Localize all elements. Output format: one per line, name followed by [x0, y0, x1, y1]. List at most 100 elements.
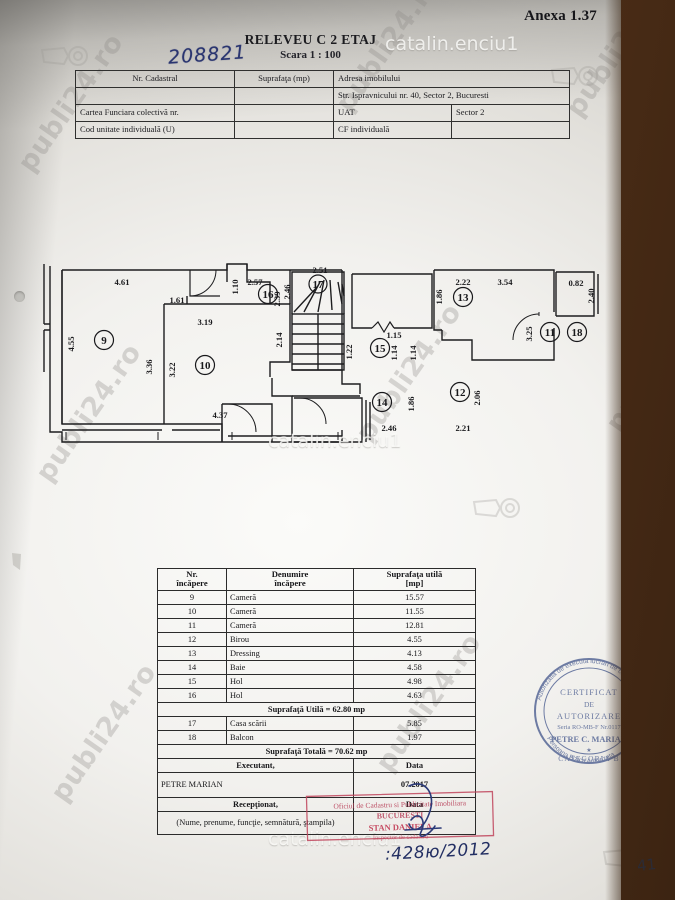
room-number: 11: [157, 617, 227, 633]
svg-text:1.15: 1.15: [386, 330, 401, 340]
blue-stamp-line2: DE: [584, 700, 594, 709]
header-room-area: Suprafaţa utilă [mp]: [353, 568, 476, 591]
room-name: Birou: [226, 631, 354, 647]
room-name: Cameră: [226, 617, 354, 633]
room-name: Hol: [226, 673, 354, 689]
svg-text:3.25: 3.25: [524, 326, 534, 341]
signature-date-cell: [353, 810, 476, 835]
svg-text:9: 9: [101, 335, 107, 347]
room-name: Cameră: [226, 589, 354, 605]
svg-text:4.61: 4.61: [114, 277, 129, 287]
page-title: RELEVEU C 2 ETAJ: [244, 32, 377, 47]
svg-text:2.57: 2.57: [247, 277, 263, 287]
table-row: 9 Cameră 15.57: [157, 589, 476, 605]
table-row: Str. Ispravnicului nr. 40, Sector 2, Buc…: [75, 87, 570, 105]
executant-name: PETRE MARIAN: [157, 771, 354, 798]
handwritten-cadastral-number: 208821: [167, 41, 248, 69]
header-room-name: Denumire încăpere: [226, 568, 354, 591]
svg-text:10: 10: [200, 360, 212, 372]
paper-hole: [14, 291, 25, 302]
room-area: 12.81: [353, 617, 476, 633]
room-number: 10: [157, 603, 227, 619]
room-area: 1.97: [353, 729, 476, 745]
room-area: 4.55: [353, 631, 476, 647]
room-schedule-table: Nr. încăpere Denumire încăpere Suprafaţa…: [157, 568, 476, 835]
room-name: Balcon: [226, 729, 354, 745]
svg-text:3.22: 3.22: [167, 362, 177, 377]
table-row: Cartea Funciara colectivă nr. UAT Sector…: [75, 104, 570, 122]
svg-text:1.61: 1.61: [169, 295, 184, 305]
room-number: 9: [157, 589, 227, 605]
table-row: 18 Balcon 1.97: [157, 729, 476, 745]
svg-text:12: 12: [455, 387, 467, 399]
svg-text:2.40: 2.40: [586, 288, 596, 303]
svg-text:3.54: 3.54: [497, 277, 513, 287]
table-row-note: (Nume, prenume, funcţie, semnătură, ştam…: [157, 810, 476, 835]
svg-text:0.82: 0.82: [568, 278, 583, 288]
svg-text:18: 18: [572, 327, 584, 339]
blue-stamp-star: ★: [586, 747, 591, 754]
room-number: 15: [157, 673, 227, 689]
svg-text:2.14: 2.14: [274, 332, 284, 348]
watermark-publi24: publi24.ro: [45, 658, 163, 808]
table-row: 15 Hol 4.98: [157, 673, 476, 689]
table-row: 14 Baie 4.58: [157, 659, 476, 675]
svg-text:4.55: 4.55: [66, 336, 76, 351]
room-number: 17: [157, 715, 227, 731]
room-area: 4.13: [353, 645, 476, 661]
room-area: 4.98: [353, 673, 476, 689]
cell-uat-label: UAT: [333, 104, 452, 122]
handwritten-page-number: 41: [636, 855, 657, 875]
room-name: Casa scării: [226, 715, 354, 731]
svg-text:1.14: 1.14: [408, 345, 418, 361]
table-row: Nr. Cadastral Suprafaţa (mp) Adresa imob…: [75, 70, 570, 88]
table-row-executant: Executant, Data: [157, 757, 476, 773]
room-area: 11.55: [353, 603, 476, 619]
cell-suprafata-value: [234, 87, 334, 105]
table-row: 11 Cameră 12.81: [157, 617, 476, 633]
cell-cf-individuala-value: [451, 121, 570, 139]
room-area: 4.58: [353, 659, 476, 675]
cell-address-header: Adresa imobilului: [333, 70, 570, 88]
svg-text:2.46: 2.46: [282, 284, 292, 300]
total-area: Suprafaţă Totală = 70.62 mp: [157, 743, 476, 759]
cell-cod-unitate-label: Cod unitate individuală (U): [75, 121, 235, 139]
blue-stamp-line3: AUTORIZARE: [557, 711, 621, 721]
svg-text:2.46: 2.46: [381, 423, 397, 433]
cell-cf-individuala-label: CF individuală: [333, 121, 452, 139]
room-area: 15.57: [353, 589, 476, 605]
property-info-table: Nr. Cadastral Suprafaţa (mp) Adresa imob…: [75, 70, 570, 139]
room-number: 14: [157, 659, 227, 675]
room-area: 4.63: [353, 687, 476, 703]
svg-text:2.22: 2.22: [455, 277, 470, 287]
svg-text:1.86: 1.86: [406, 396, 416, 412]
table-row: 13 Dressing 4.13: [157, 645, 476, 661]
table-row: Cod unitate individuală (U) CF individua…: [75, 121, 570, 139]
svg-text:2.39: 2.39: [272, 291, 282, 306]
scale-label: Scara 1 : 100: [280, 49, 341, 61]
cell-cod-unitate-value: [234, 121, 334, 139]
table-row: 16 Hol 4.63: [157, 687, 476, 703]
scanned-document-sheet: publi24.ro publi24.ro publi24.ro publi24…: [0, 0, 621, 900]
executant-label: Executant,: [157, 757, 354, 773]
blue-stamp-line1: CERTIFICAT: [560, 687, 618, 697]
svg-text:14: 14: [377, 397, 389, 409]
paper-clip-mark: [12, 553, 21, 570]
room-name: Dressing: [226, 645, 354, 661]
room-number: 16: [157, 687, 227, 703]
svg-text:4.37: 4.37: [212, 410, 228, 420]
document-title-block: RELEVEU C 2 ETAJ Scara 1 : 100: [0, 32, 621, 61]
table-row-executant-name: PETRE MARIAN 07.2017: [157, 771, 476, 798]
floor-plan-drawing: 9 10 11 12 13 14 15 16 17: [42, 252, 602, 452]
svg-text:1.86: 1.86: [434, 289, 444, 305]
svg-text:15: 15: [375, 343, 387, 355]
data-value: 07.2017: [353, 771, 476, 798]
room-number: 13: [157, 645, 227, 661]
svg-text:16: 16: [263, 289, 275, 301]
svg-text:11: 11: [545, 327, 555, 339]
subtotal-useful-area: Suprafaţă Utilă = 62.80 mp: [157, 701, 476, 717]
svg-text:1.22: 1.22: [344, 344, 354, 359]
table-row-subtotal: Suprafaţă Utilă = 62.80 mp: [157, 701, 476, 717]
document-content: publi24.ro publi24.ro publi24.ro publi24…: [0, 0, 621, 867]
svg-text:3.36: 3.36: [144, 359, 154, 375]
